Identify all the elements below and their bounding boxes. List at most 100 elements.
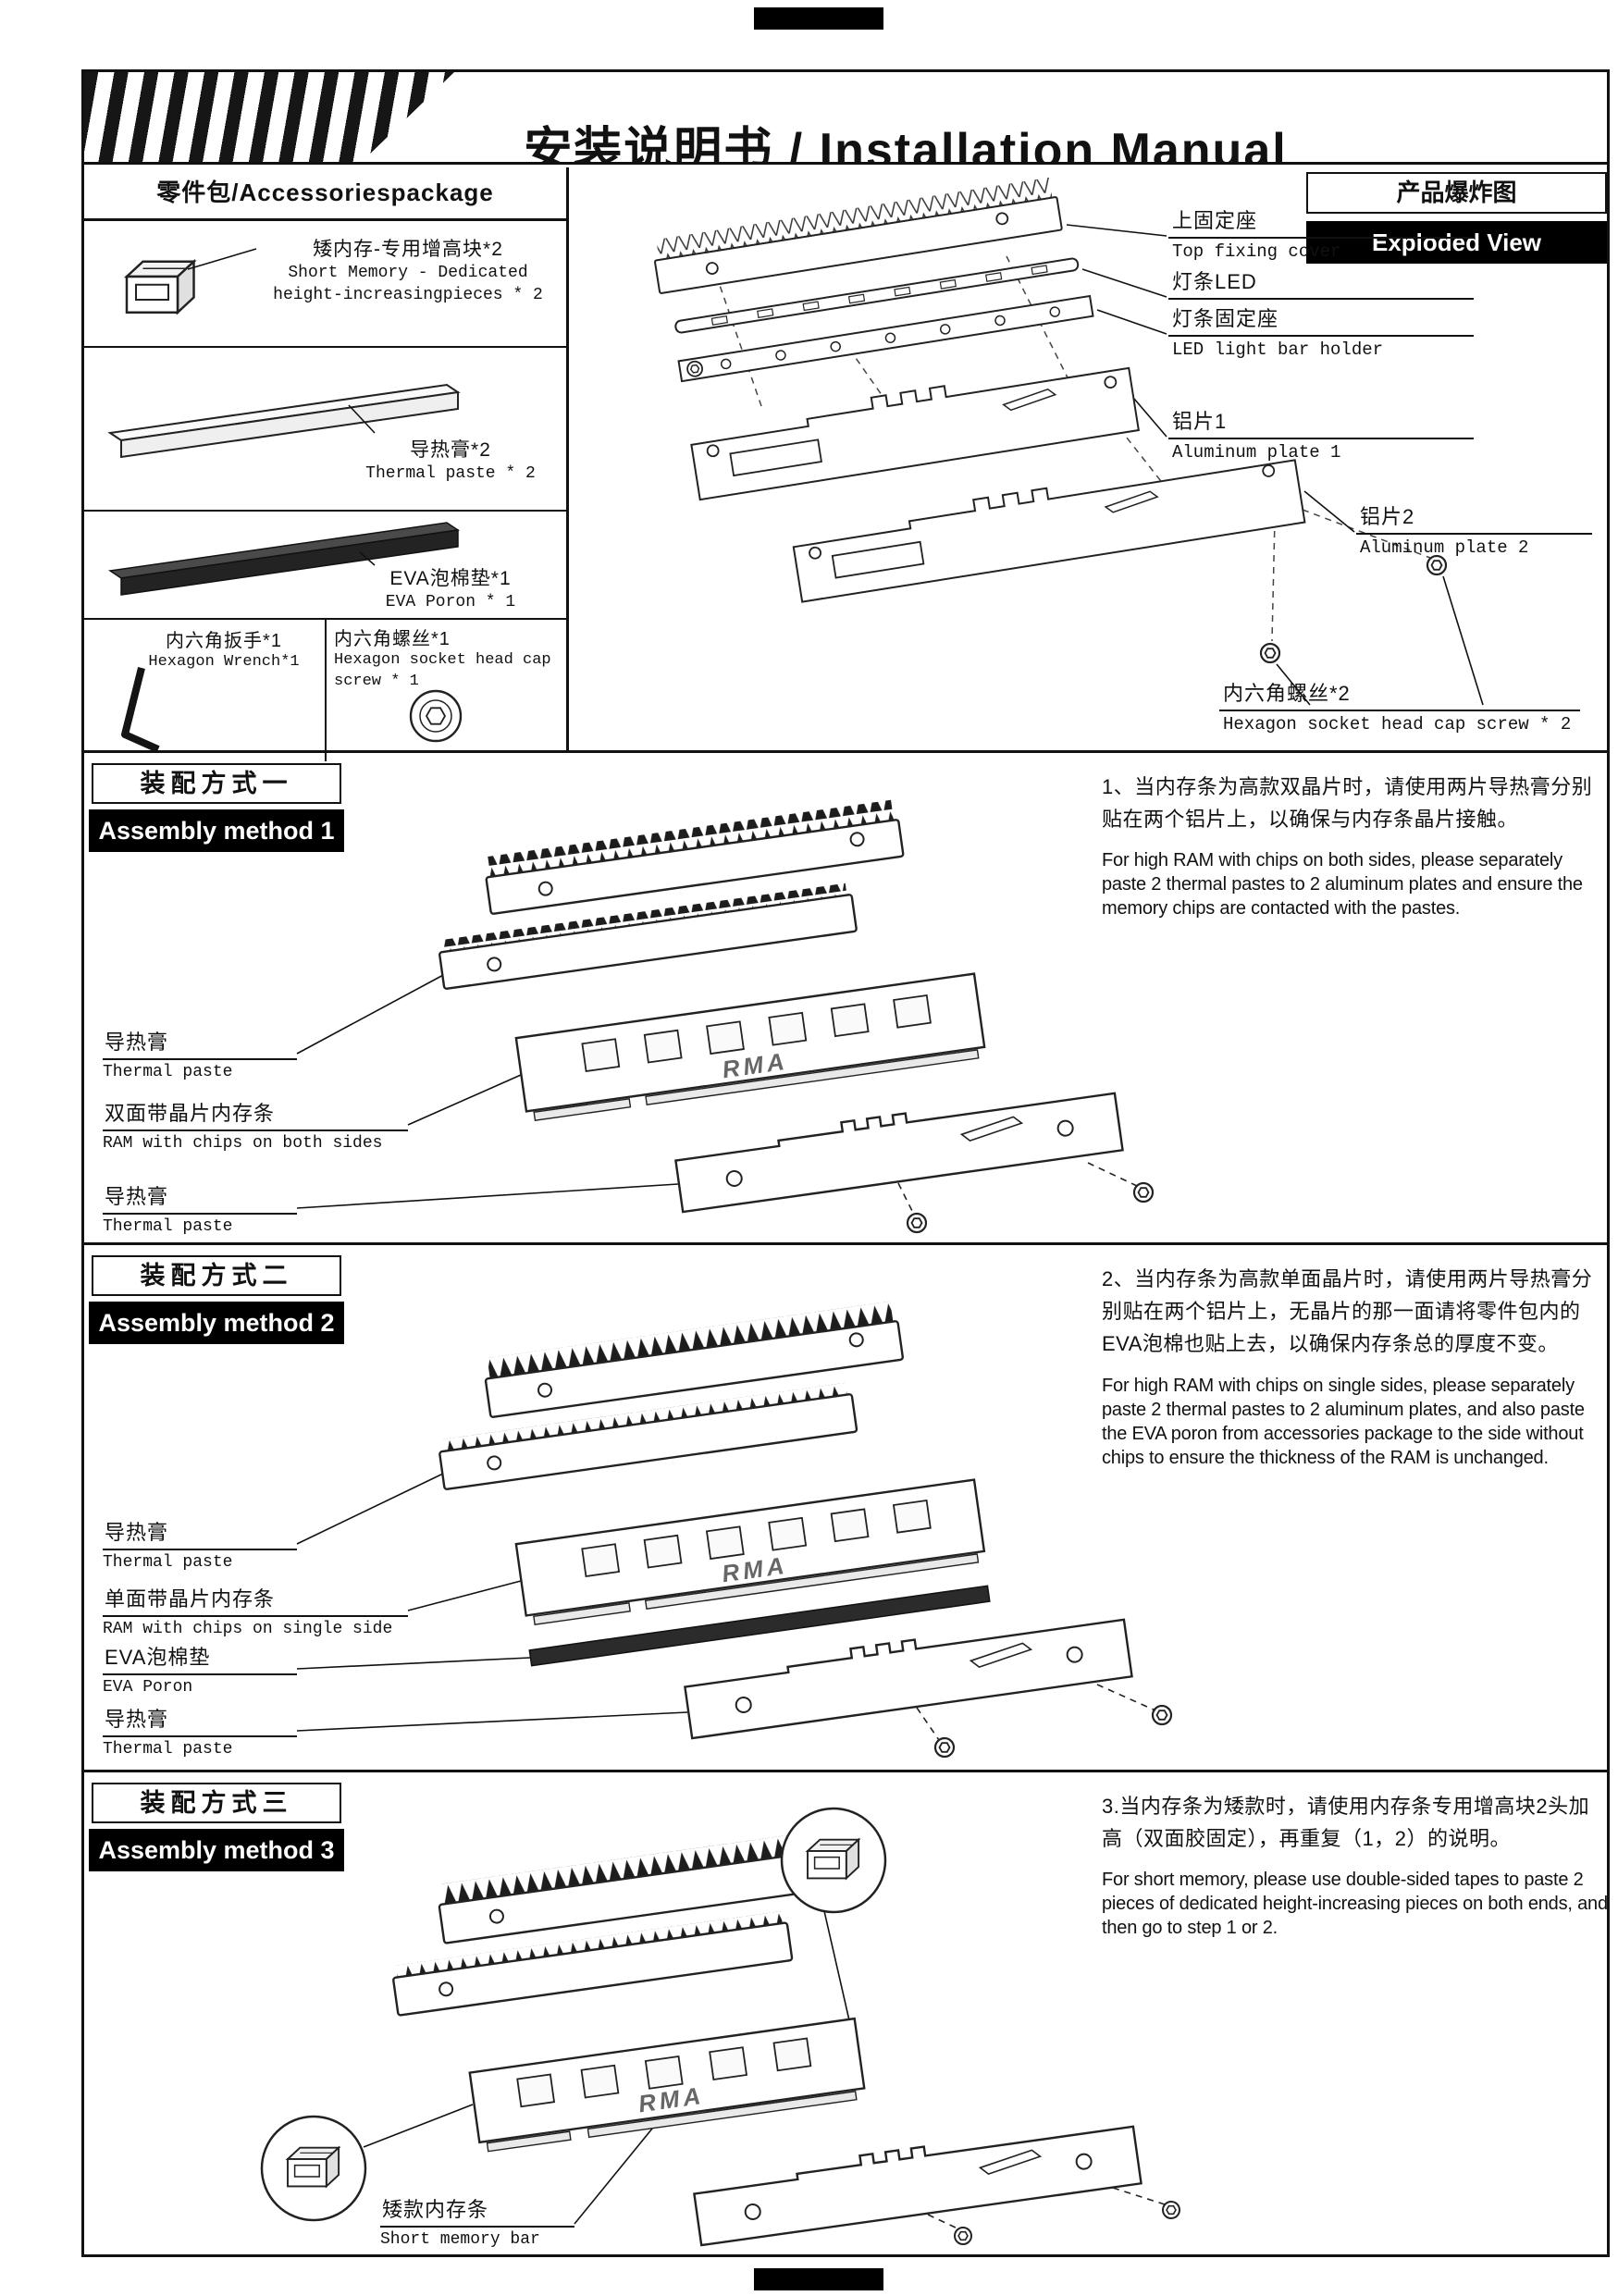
assembly-method-2-diagram: RMA (296, 1301, 1173, 1759)
label-thermal-paste-top: 导热膏 Thermal paste (103, 1026, 297, 1081)
exploded-label-plate1: 铝片1 Aluminum plate 1 (1168, 405, 1474, 463)
screws-drawing (927, 2187, 1180, 2245)
label-zh: 导热膏 (103, 1516, 297, 1550)
exploded-view-panel: 产品爆炸图 Exploded View 上固定座 Top fixing cove… (572, 167, 1607, 753)
label-thermal-paste-bottom: 导热膏 Thermal paste (103, 1703, 297, 1759)
label-en: Short memory bar (380, 2230, 540, 2249)
instruction-en: For short memory, please use double-side… (1102, 1870, 1608, 1939)
exploded-label-plate2: 铝片2 Aluminum plate 2 (1356, 500, 1592, 558)
accessory-label: EVA泡棉垫*1 EVA Poron * 1 (358, 563, 543, 613)
accessory-label: 内六角扳手*1 Hexagon Wrench*1 (127, 625, 321, 673)
heatsink-cover-half (438, 883, 858, 990)
label-zh: 上固定座 (1168, 204, 1474, 239)
accessory-en: Hexagon Wrench*1 (148, 653, 300, 671)
accessories-header: 零件包/Accessoriespackage (84, 167, 566, 221)
method1-instructions: 1、当内存条为高款双晶片时，请使用两片导热膏分别贴在两个铝片上，以确保与内存条晶… (1102, 771, 1609, 920)
exploded-label-screws: 内六角螺丝*2 Hexagon socket head cap screw * … (1219, 677, 1580, 734)
method3-instructions: 3.当内存条为矮款时，请使用内存条专用增高块2头加高（双面胶固定），再重复（1，… (1102, 1790, 1609, 1940)
method2-header-zh: 装配方式二 (92, 1255, 341, 1296)
instruction-en: For high RAM with chips on single sides,… (1102, 1375, 1585, 1468)
eva-poron-strip (528, 1585, 991, 1667)
accessories-panel: 零件包/Accessoriespackage 矮内存-专用增高块*2 Short… (84, 167, 569, 761)
led-bar-drawing (674, 257, 1080, 334)
label-leader-lines (1066, 224, 1484, 706)
label-en: Top fixing cover (1172, 241, 1341, 262)
assembly-method-1-section: RMA 装配方式一 Assembly method (84, 756, 1607, 1245)
heatsink-top-cover (484, 1301, 904, 1418)
hexagon-wrench-icon (121, 667, 160, 753)
label-zh: 灯条固定座 (1168, 302, 1474, 337)
label-en: LED light bar holder (1172, 339, 1384, 360)
label-en: EVA Poron (103, 1678, 193, 1697)
label-en: Hexagon socket head cap screw * 2 (1223, 714, 1572, 734)
label-en: Thermal paste (103, 1217, 233, 1236)
assembly-method-1-diagram: RMA (296, 799, 1155, 1234)
magnifier-height-block-top (780, 1807, 887, 1914)
top-fixing-cover-drawing (654, 177, 1063, 294)
accessory-zh: 内六角螺丝*1 (334, 629, 451, 649)
accessory-en: Short Memory - Dedicated (288, 264, 528, 282)
accessory-row-eva-poron: EVA泡棉垫*1 EVA Poron * 1 (84, 512, 566, 620)
hex-screw-icon (409, 689, 463, 743)
page-title: 安装说明书 / Installation Manual (524, 123, 1288, 165)
label-zh: EVA泡棉垫 (103, 1641, 297, 1675)
instruction-en: For high RAM with chips on both sides, p… (1102, 850, 1583, 920)
accessory-label: 导热膏*2 Thermal paste * 2 (358, 435, 543, 485)
aluminum-plate-2-drawing (792, 459, 1306, 603)
assembly-method-3-section: RMA (84, 1775, 1609, 2254)
ram-module-double-sided: RMA (514, 972, 986, 1121)
assembly-method-2-section: RMA (84, 1248, 1607, 1772)
label-en: Thermal paste (103, 1553, 233, 1572)
magnifier-height-block-bottom (260, 2115, 367, 2222)
exploded-label-led-bar: 灯条LED (1168, 265, 1474, 300)
height-block-icon (125, 248, 257, 314)
accessory-zh: EVA泡棉垫*1 (389, 568, 512, 589)
accessory-row-tools: 内六角扳手*1 Hexagon Wrench*1 内六角螺丝*1 Hexago (84, 620, 566, 761)
accessory-label: 内六角螺丝*1 Hexagon socket head cap screw * … (334, 623, 562, 693)
label-zh: 矮款内存条 (380, 2193, 574, 2228)
aluminum-plate-1-drawing (690, 366, 1140, 501)
accessory-zh: 导热膏*2 (410, 439, 491, 461)
label-zh: 导热膏 (103, 1026, 297, 1060)
label-ram-single-side: 单面带晶片内存条 RAM with chips on single side (103, 1583, 408, 1638)
accessory-zh: 矮内存-专用增高块*2 (313, 239, 503, 260)
short-ram-module: RMA (468, 2017, 866, 2153)
label-en: Aluminum plate 2 (1360, 537, 1529, 558)
header-stripes-decoration (84, 72, 454, 162)
label-en: RAM with chips on both sides (103, 1134, 383, 1153)
screws-drawing (897, 1162, 1155, 1234)
label-zh: 灯条LED (1168, 265, 1474, 300)
exploded-title-zh: 产品爆炸图 (1306, 172, 1607, 214)
accessory-label: 矮内存-专用增高块*2 Short Memory - Dedicated hei… (255, 234, 561, 307)
aluminum-plate (693, 2125, 1142, 2247)
print-registration-mark-bottom (754, 2268, 883, 2290)
method2-instructions: 2、当内存条为高款单面晶片时，请使用两片导热膏分别贴在两个铝片上，无晶片的那一面… (1102, 1263, 1609, 1470)
method1-header-zh: 装配方式一 (92, 763, 341, 804)
top-section: 零件包/Accessoriespackage 矮内存-专用增高块*2 Short… (84, 167, 1607, 761)
instruction-zh: 2、当内存条为高款单面晶片时，请使用两片导热膏分别贴在两个铝片上，无晶片的那一面… (1102, 1267, 1593, 1356)
exploded-title-en: Exploded View (1306, 221, 1607, 264)
label-zh: 铝片2 (1356, 500, 1592, 535)
screws-drawing (1259, 554, 1448, 664)
aluminum-plate (674, 1092, 1124, 1214)
eva-poron-icon (107, 522, 461, 596)
label-zh: 铝片1 (1168, 405, 1474, 439)
label-eva-poron: EVA泡棉垫 EVA Poron (103, 1641, 297, 1697)
heatsink-cover-half (392, 1911, 794, 2017)
method1-header-en: Assembly method 1 (89, 809, 344, 852)
method3-header-en: Assembly method 3 (89, 1829, 344, 1871)
screws-drawing (916, 1684, 1173, 1759)
accessory-en: Hexagon socket head cap screw * 1 (334, 651, 551, 690)
label-en: Aluminum plate 1 (1172, 442, 1341, 463)
accessory-en: Thermal paste * 2 (365, 464, 536, 483)
accessory-cell-wrench: 内六角扳手*1 Hexagon Wrench*1 (84, 620, 327, 761)
heatsink-cover-half (438, 1382, 858, 1490)
exploded-label-top-fixing-cover: 上固定座 Top fixing cover (1168, 204, 1474, 262)
label-leader-lines (296, 973, 679, 1209)
accessory-en: height-increasingpieces * 2 (273, 286, 543, 305)
thermal-paste-icon (107, 383, 461, 459)
label-en: RAM with chips on single side (103, 1620, 393, 1638)
print-registration-mark-top (754, 7, 883, 30)
label-leader-lines (296, 1472, 688, 1732)
label-en: Thermal paste (103, 1063, 233, 1081)
